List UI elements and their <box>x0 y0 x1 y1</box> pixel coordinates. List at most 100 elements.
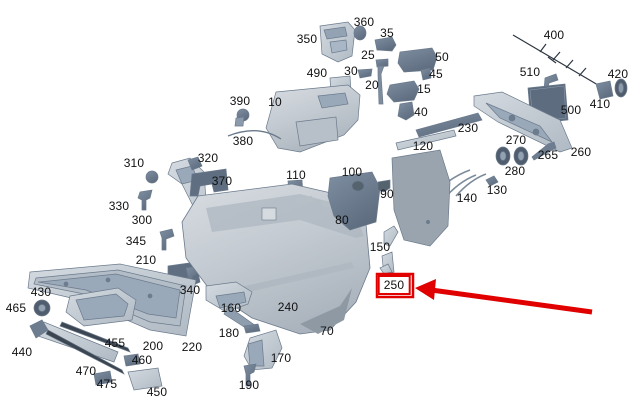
callout-label-50: 50 <box>435 50 449 64</box>
part-group-upper-left <box>227 21 438 196</box>
callout-label-120: 120 <box>412 139 434 153</box>
callout-label-350: 350 <box>296 32 318 46</box>
part-130 <box>485 175 499 187</box>
part-430 <box>65 287 137 327</box>
part-320 <box>187 156 203 171</box>
callout-label-15: 15 <box>417 82 431 96</box>
part-230 <box>415 112 483 138</box>
callout-label-200: 200 <box>142 339 164 353</box>
callout-label-150: 150 <box>369 240 391 254</box>
part-475 <box>93 370 113 386</box>
callout-label-310: 310 <box>123 156 145 170</box>
callout-label-455: 455 <box>104 336 126 350</box>
callout-label-300: 300 <box>131 213 153 227</box>
callout-label-490: 490 <box>306 66 328 80</box>
part-345 <box>159 228 175 251</box>
part-350 <box>319 21 356 63</box>
callout-label-265: 265 <box>537 148 559 162</box>
part-100 <box>351 180 365 192</box>
callout-label-500: 500 <box>560 103 582 117</box>
callout-label-100: 100 <box>341 165 363 179</box>
part-310 <box>145 170 159 184</box>
part-25 <box>375 58 389 68</box>
part-50 <box>397 47 438 73</box>
callout-label-40: 40 <box>414 105 428 119</box>
part-80 <box>327 171 381 231</box>
callout-label-160: 160 <box>220 301 242 315</box>
callout-label-110: 110 <box>286 168 306 182</box>
part-370 <box>189 168 229 197</box>
part-200-impact-bar <box>27 263 197 337</box>
callout-label-380: 380 <box>232 134 254 148</box>
callout-label-280: 280 <box>504 164 526 178</box>
part-20 <box>377 65 385 105</box>
part-190 <box>243 363 257 387</box>
part-30 <box>357 68 373 79</box>
part-470 <box>45 329 125 375</box>
callout-label-240: 240 <box>277 300 299 314</box>
callout-label-45: 45 <box>429 67 443 81</box>
callout-label-450: 450 <box>146 385 168 399</box>
callout-label-130: 130 <box>486 183 508 197</box>
part-160 <box>205 281 257 333</box>
callout-label-440: 440 <box>11 345 33 359</box>
callout-label-320: 320 <box>197 151 219 165</box>
callout-label-270: 270 <box>505 133 527 147</box>
part-455 <box>59 321 131 353</box>
highlight-box <box>375 272 415 299</box>
part-330 <box>137 189 153 211</box>
part-380 <box>227 130 282 140</box>
part-450 <box>127 367 163 391</box>
part-400 <box>512 34 599 86</box>
part-170 <box>243 329 283 371</box>
callout-label-20: 20 <box>365 78 379 92</box>
callout-label-230: 230 <box>457 121 479 135</box>
callout-label-70: 70 <box>320 324 334 338</box>
part-180 <box>243 323 261 334</box>
callout-label-470: 470 <box>75 364 97 378</box>
callout-label-35: 35 <box>380 26 394 40</box>
part-35 <box>374 36 397 52</box>
callout-label-330: 330 <box>108 199 130 213</box>
callout-label-170: 170 <box>270 351 292 365</box>
callout-label-90: 90 <box>380 187 394 201</box>
callout-label-465: 465 <box>5 301 27 315</box>
callout-label-25: 25 <box>361 48 375 62</box>
callout-label-210: 210 <box>135 253 157 267</box>
part-120 <box>395 129 457 151</box>
callout-label-430: 430 <box>30 285 52 299</box>
callout-label-510: 510 <box>519 65 541 79</box>
part-460 <box>123 353 141 367</box>
callout-label-80: 80 <box>335 213 349 227</box>
part-quarter-panel <box>391 149 451 247</box>
callout-label-340: 340 <box>179 283 201 297</box>
callout-label-420: 420 <box>607 67 629 81</box>
part-10 <box>265 84 361 153</box>
callout-label-180: 180 <box>218 326 240 340</box>
callout-label-475: 475 <box>96 377 118 391</box>
callout-label-30: 30 <box>344 64 358 78</box>
callout-label-140: 140 <box>456 191 478 205</box>
part-90 <box>377 179 391 193</box>
part-360 <box>353 25 367 41</box>
part-250 <box>379 263 393 275</box>
callout-label-400: 400 <box>543 28 565 42</box>
callout-label-410: 410 <box>589 97 611 111</box>
part-45 <box>420 67 432 81</box>
part-390-stem <box>234 116 245 127</box>
callout-label-260: 260 <box>570 145 592 159</box>
callout-label-250: 250 <box>377 275 411 295</box>
callout-label-220: 220 <box>181 340 203 354</box>
callout-label-190: 190 <box>238 378 260 392</box>
callout-label-360: 360 <box>353 15 375 29</box>
part-15 <box>386 80 420 103</box>
part-260 <box>473 91 573 153</box>
part-240 <box>236 262 354 294</box>
callout-label-345: 345 <box>125 234 147 248</box>
part-150 <box>383 225 399 247</box>
part-410 <box>595 80 614 100</box>
callout-label-460: 460 <box>131 353 153 367</box>
highlight-arrow <box>415 279 593 315</box>
